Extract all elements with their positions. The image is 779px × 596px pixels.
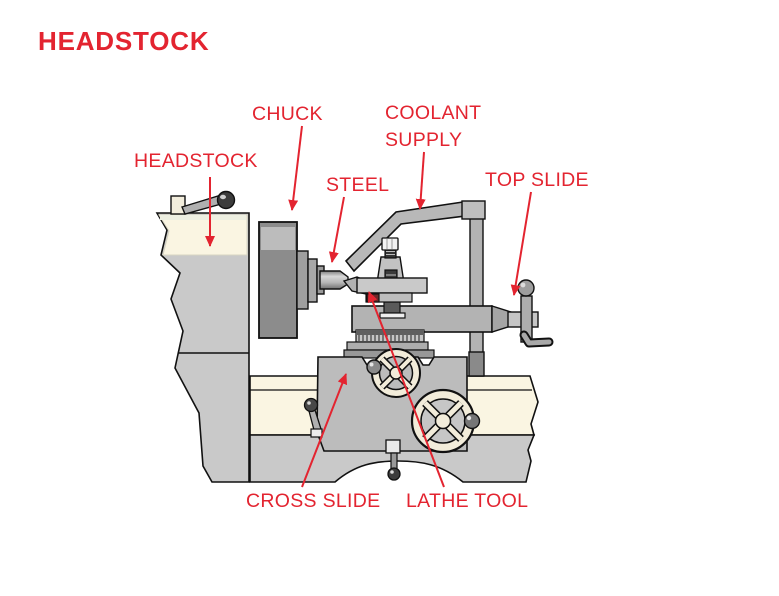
callout-chuck: CHUCK <box>252 103 323 125</box>
apron-bottom-knob <box>385 439 401 481</box>
callout-top-slide: TOP SLIDE <box>485 169 589 191</box>
callout-headstock: HEADSTOCK <box>134 150 258 172</box>
tool-holder-bar <box>356 277 428 294</box>
handwheel-knob <box>463 412 481 430</box>
bed-lever <box>303 397 323 438</box>
lever-ball-knob <box>216 190 236 210</box>
chuck-arrow <box>288 125 303 211</box>
callout-arrows <box>205 125 532 488</box>
callout-steel: STEEL <box>326 174 390 196</box>
top-slide-ball-knob <box>517 279 535 297</box>
coolant-stand <box>468 215 485 377</box>
tool-post-bolt <box>381 237 399 251</box>
steel-workpiece <box>319 270 349 290</box>
chuck-jaw-step-1 <box>296 250 309 310</box>
headstock-lever <box>170 190 236 215</box>
handwheel-knob <box>366 359 382 375</box>
page-title: HEADSTOCK <box>38 26 210 56</box>
cross-slide-arrow <box>301 373 348 488</box>
dial-ticks <box>358 335 420 341</box>
callout-cross-slide: CROSS SLIDE <box>246 490 381 512</box>
coolant-pipe <box>344 200 486 273</box>
chuck <box>258 221 325 339</box>
apron-handwheel <box>410 388 481 454</box>
coolant-pipe-elbow <box>461 200 486 220</box>
top-slide <box>351 279 554 348</box>
lathe-tool-arrow <box>367 291 445 488</box>
headstock-body <box>155 212 250 483</box>
coolant-supply-arrow <box>415 151 426 210</box>
callout-coolant-supply: COOLANT SUPPLY <box>385 102 482 151</box>
chuck-jaw-step-2 <box>307 258 318 303</box>
steel-arrow <box>328 196 345 263</box>
top-slide-arrow <box>510 191 532 296</box>
callout-lathe-tool: LATHE TOOL <box>406 490 529 512</box>
